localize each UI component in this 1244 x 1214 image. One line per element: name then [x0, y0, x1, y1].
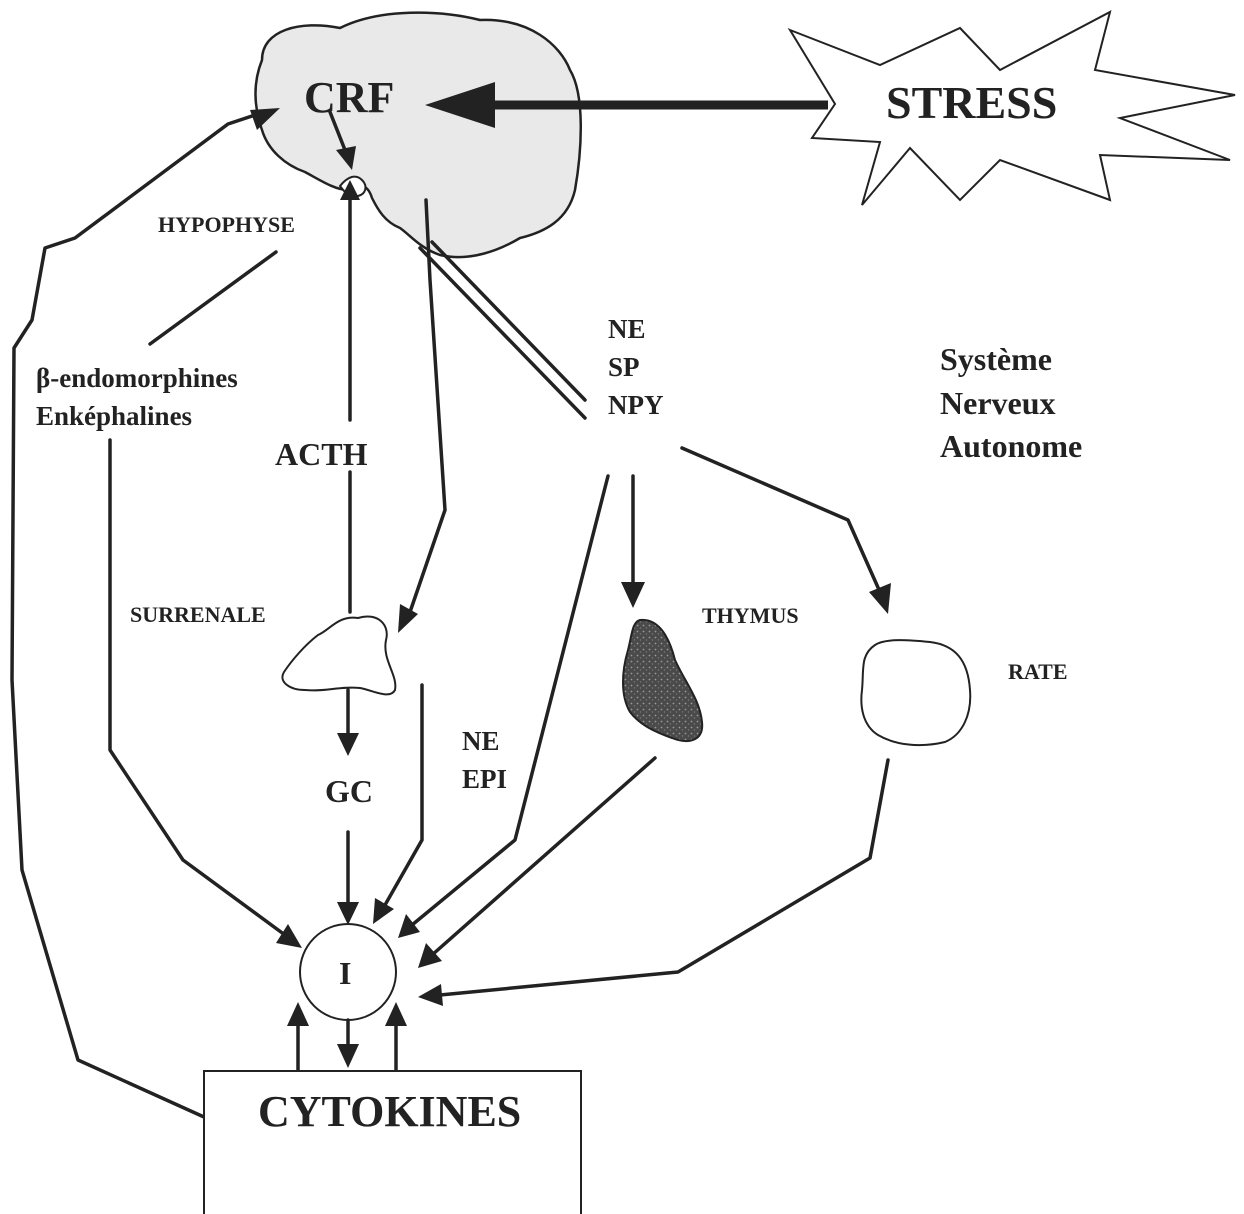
gc-to-immune-arrowhead	[337, 902, 359, 925]
cytokines-to-immune-right-arrowhead	[385, 1002, 407, 1026]
acth-label: ACTH	[275, 436, 368, 472]
systeme-label: Système	[940, 341, 1052, 377]
ne-epi-to-immune-arrowhead	[398, 914, 420, 938]
brain-to-ans-line-2	[432, 242, 585, 400]
thymus-label: THYMUS	[702, 603, 799, 628]
thymus-shape	[623, 620, 702, 741]
adrenal-to-immune-arrowhead	[373, 898, 394, 924]
immune-label: I	[339, 955, 351, 991]
brain-to-adrenal-line	[410, 200, 445, 612]
epi-label: EPI	[462, 764, 507, 794]
enkephalines-label: Enképhalines	[36, 401, 192, 431]
cytokines-to-immune-left-arrowhead	[287, 1002, 309, 1026]
nerveux-label: Nerveux	[940, 385, 1056, 421]
spleen-to-immune-line	[440, 760, 888, 995]
autonome-label: Autonome	[940, 428, 1082, 464]
stress-label: STRESS	[886, 77, 1057, 128]
immune-to-cytokines-arrowhead	[337, 1044, 359, 1068]
adrenal-to-immune-line	[385, 685, 422, 905]
brain-shape	[256, 13, 581, 257]
hypophyse-label: HYPOPHYSE	[158, 212, 295, 237]
surrenale-label: SURRENALE	[130, 602, 266, 627]
spleen-shape	[861, 640, 970, 745]
brain-to-ans-line-1	[420, 248, 585, 418]
ans-to-spleen-line	[682, 448, 880, 592]
cytokines-label: CYTOKINES	[258, 1087, 521, 1136]
rate-label: RATE	[1008, 659, 1068, 684]
thymus-to-immune-arrowhead	[418, 943, 442, 968]
brain-to-adrenal-arrowhead	[398, 604, 418, 633]
ans-to-spleen-arrowhead	[869, 583, 891, 614]
adrenal-shape	[282, 617, 395, 695]
endorphins-to-immune-line	[110, 440, 285, 935]
ne-label-bottom: NE	[462, 726, 500, 756]
crf-label: CRF	[304, 73, 394, 122]
beta-endomorphines-label: β-endomorphines	[36, 363, 238, 393]
ne-label-top: NE	[608, 314, 646, 344]
adrenal-to-gc-arrowhead	[337, 733, 359, 756]
npy-label: NPY	[608, 390, 664, 420]
hypophyse-to-endorphins-line	[150, 252, 276, 344]
spleen-to-immune-arrowhead	[418, 984, 443, 1006]
endorphins-to-immune-arrowhead	[276, 924, 302, 948]
sp-label: SP	[608, 352, 640, 382]
gc-label: GC	[325, 773, 373, 809]
ne-epi-to-immune-line	[412, 476, 608, 925]
ans-to-thymus-arrowhead	[621, 582, 645, 608]
